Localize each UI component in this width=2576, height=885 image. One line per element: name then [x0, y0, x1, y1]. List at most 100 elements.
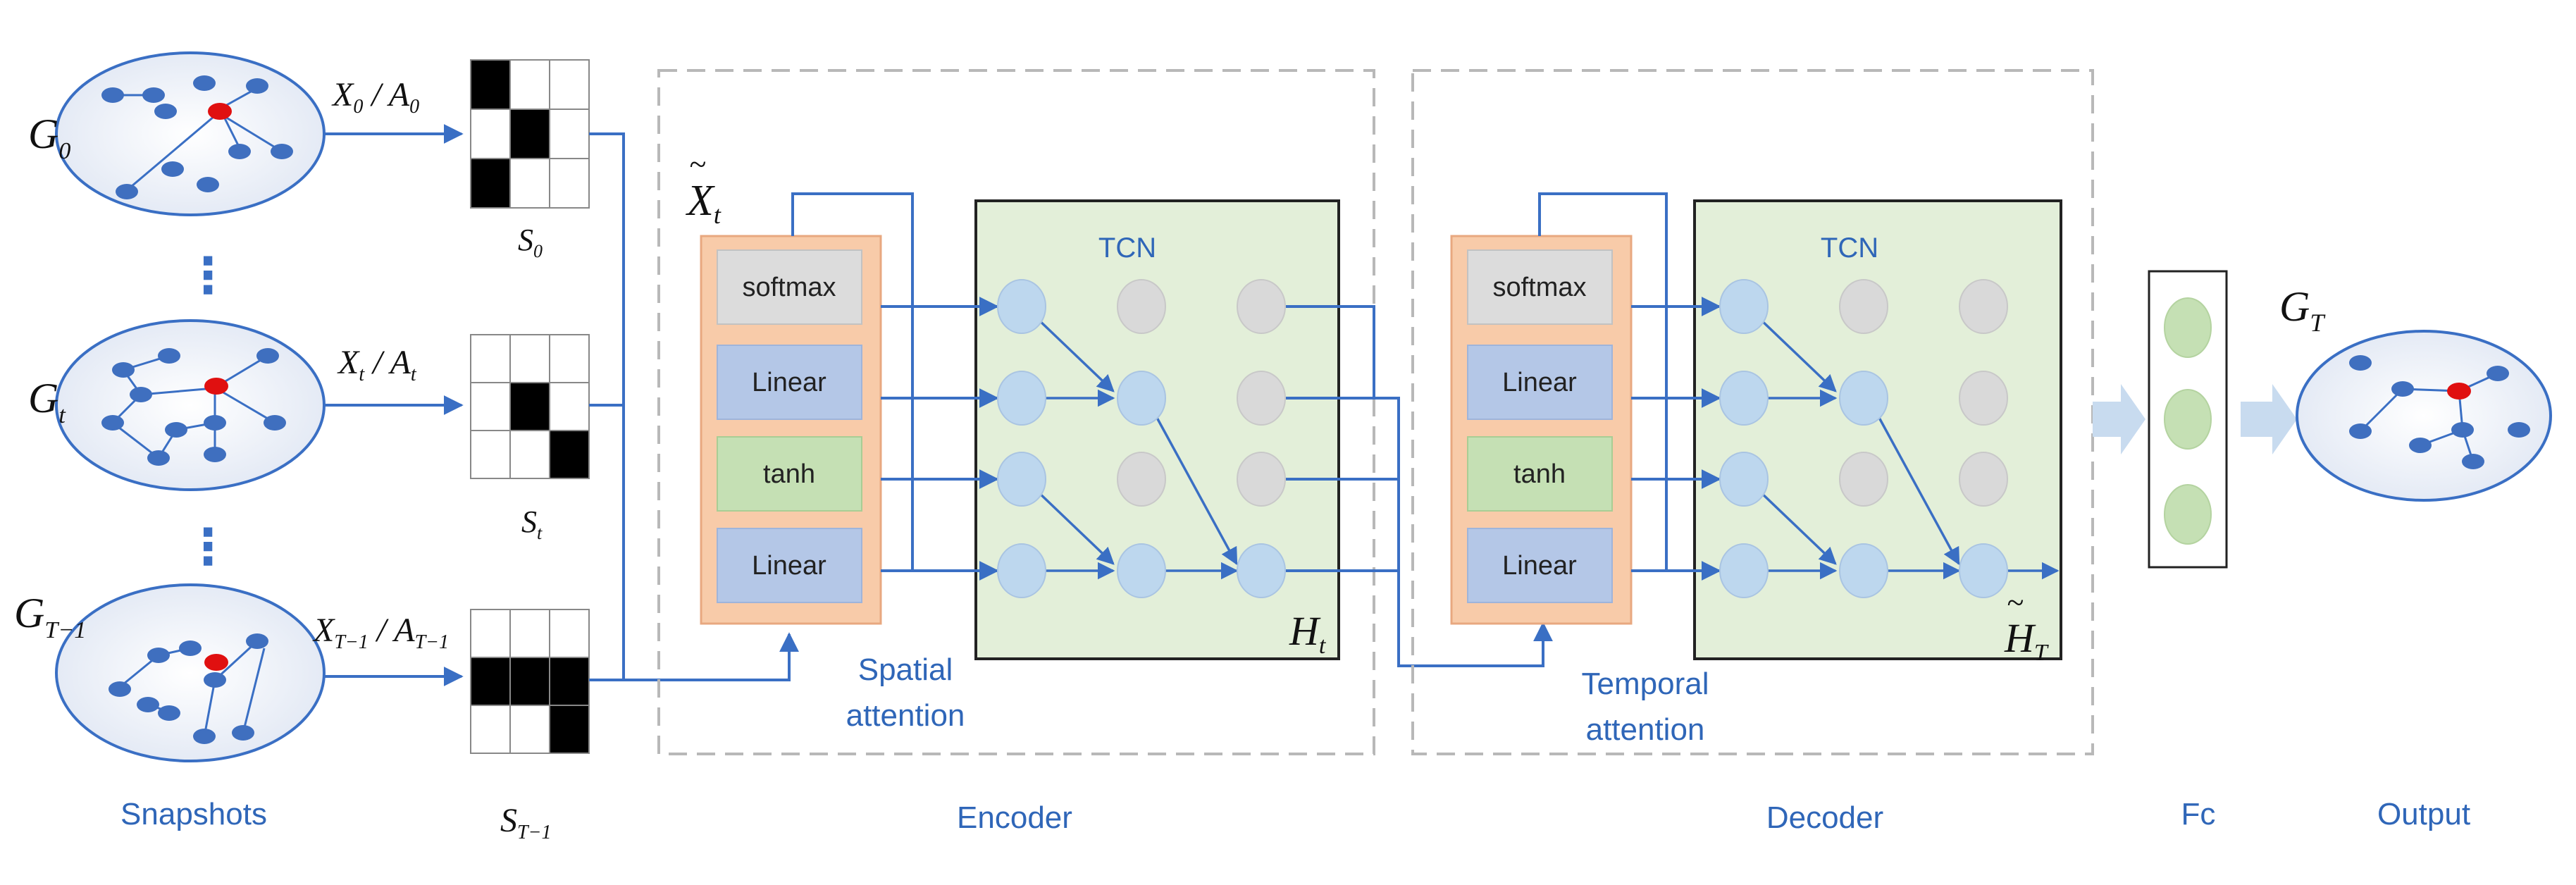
snapshot-subscript: T−1 [44, 617, 86, 643]
snapshot-gt-minus-1: GT−1 [14, 583, 326, 762]
temporal-attention-caption-1: Temporal [1582, 667, 1709, 701]
snapshot-label: G [28, 375, 58, 421]
svg-text:S0: S0 [518, 223, 543, 261]
linear-box-top [717, 345, 862, 420]
output-caption: Output [2377, 797, 2470, 831]
highlight-node [204, 378, 228, 395]
svg-text:GT: GT [2279, 283, 2326, 337]
tanh-box [717, 436, 862, 512]
snapshot-label: G [14, 590, 44, 636]
edge-label-x-sub: 0 [353, 96, 363, 118]
svg-text:St: St [521, 505, 543, 543]
graph-ellipse [55, 51, 326, 216]
linear-label-bottom: Linear [752, 551, 826, 581]
fc-caption: Fc [2181, 797, 2216, 831]
tanh-label: tanh [1513, 459, 1566, 489]
tilde-mark-icon: ~ [689, 147, 706, 182]
fc-node [2164, 297, 2212, 358]
edge-label-x-sub: t [359, 364, 365, 385]
temporal-attention-caption-2: attention [1586, 712, 1705, 747]
edge-label-x: X [337, 344, 360, 381]
matrix-label: S [500, 802, 517, 839]
linear-label-top: Linear [752, 368, 826, 397]
svg-text:GT−1: GT−1 [14, 590, 86, 643]
vertical-dots-icon: ⋮ [183, 248, 233, 303]
edge-label-x: X [331, 76, 354, 113]
snapshot-to-matrix-arrows [324, 124, 464, 686]
snapshots-column: G0 ⋮ [14, 51, 326, 831]
matrix-subscript: t [537, 523, 543, 543]
attention-matrix-s0 [470, 59, 590, 209]
snapshot-g0: G0 [28, 51, 326, 216]
decoder-bypass-line [1538, 192, 1668, 236]
encoder-output-subscript: t [1319, 633, 1327, 659]
vertical-dots-icon: ⋮ [183, 519, 233, 574]
edge-label-a: A [387, 76, 410, 113]
softmax-box [1467, 249, 1613, 325]
decoder-output-label: H [2004, 615, 2036, 661]
tanh-box [1467, 436, 1613, 512]
decoder-tcn-nodes [1719, 279, 2008, 598]
graph-nodes [101, 75, 293, 199]
edge-label-a-sub: t [411, 364, 417, 385]
graph-ellipse [2296, 330, 2552, 502]
encoder-tcn-nodes [997, 279, 1286, 598]
snapshot-subscript: t [58, 402, 66, 428]
svg-text:ST−1: ST−1 [500, 802, 551, 843]
spatial-attention-caption-2: attention [846, 698, 965, 733]
decoder-input-arrows [1631, 218, 1721, 581]
linear-box-top [1467, 345, 1613, 420]
svg-text:HT: HT [2004, 615, 2049, 666]
encoder-bypass-line [791, 192, 914, 236]
output-label: G [2279, 283, 2310, 330]
tanh-label: tanh [763, 459, 815, 489]
svg-text:G0: G0 [28, 111, 70, 164]
svg-text:XT−1 / AT−1: XT−1 / AT−1 [312, 612, 449, 653]
matrix-label: S [521, 505, 537, 539]
linear-box-bottom [1467, 528, 1613, 603]
attention-matrix-st [470, 334, 590, 479]
edge-label-x: X [312, 612, 335, 649]
softmax-label: softmax [742, 273, 836, 302]
edge-label-a: A [392, 612, 415, 649]
snapshot-gt: Gt [28, 319, 326, 491]
edge-label-a: A [388, 344, 411, 381]
snapshot-subscript: 0 [58, 138, 70, 164]
linear-label-bottom: Linear [1502, 551, 1577, 581]
graph-nodes [109, 633, 268, 744]
snapshots-caption: Snapshots [120, 797, 267, 831]
fc-node [2164, 389, 2212, 450]
decoder-caption: Decoder [1766, 800, 1883, 835]
decoder-output-subscript: T [2034, 640, 2049, 666]
graph-nodes [2349, 355, 2530, 469]
decoder-tcn-edges [1757, 316, 2060, 580]
linear-box-bottom [717, 528, 862, 603]
encoder-to-decoder-lines [1286, 305, 1553, 667]
encoder-tcn-edges [1034, 316, 1239, 580]
encoder-caption: Encoder [957, 800, 1072, 835]
edge-label-x-sub: T−1 [334, 631, 368, 653]
encoder-output-label: H [1289, 608, 1321, 654]
svg-text:Ht: Ht [1289, 608, 1327, 659]
snapshot-label: G [28, 111, 58, 157]
matrix-subscript: T−1 [517, 822, 551, 843]
svg-text:Xt: Xt [685, 177, 722, 229]
graph-ellipse [55, 319, 326, 491]
output-graph [2296, 330, 2552, 502]
encoder-input-arrows [881, 218, 999, 581]
svg-text:X0 / A0: X0 / A0 [331, 76, 419, 118]
output-subscript: T [2310, 309, 2326, 337]
fc-node [2164, 484, 2212, 545]
matrix-subscript: 0 [533, 241, 543, 261]
graph-ellipse [55, 583, 326, 762]
spatial-attention-caption-1: Spatial [858, 652, 953, 687]
linear-label-top: Linear [1502, 368, 1577, 397]
tilde-mark-icon: ~ [2007, 586, 2024, 620]
matrices-to-encoder-lines [589, 132, 799, 681]
svg-text:Gt: Gt [28, 375, 66, 428]
graph-nodes [101, 348, 286, 466]
edge-label-a-sub: T−1 [415, 631, 449, 653]
highlight-node [208, 103, 232, 120]
encoder-input-subscript: t [714, 201, 722, 229]
output-arrow-icon [2241, 384, 2297, 454]
